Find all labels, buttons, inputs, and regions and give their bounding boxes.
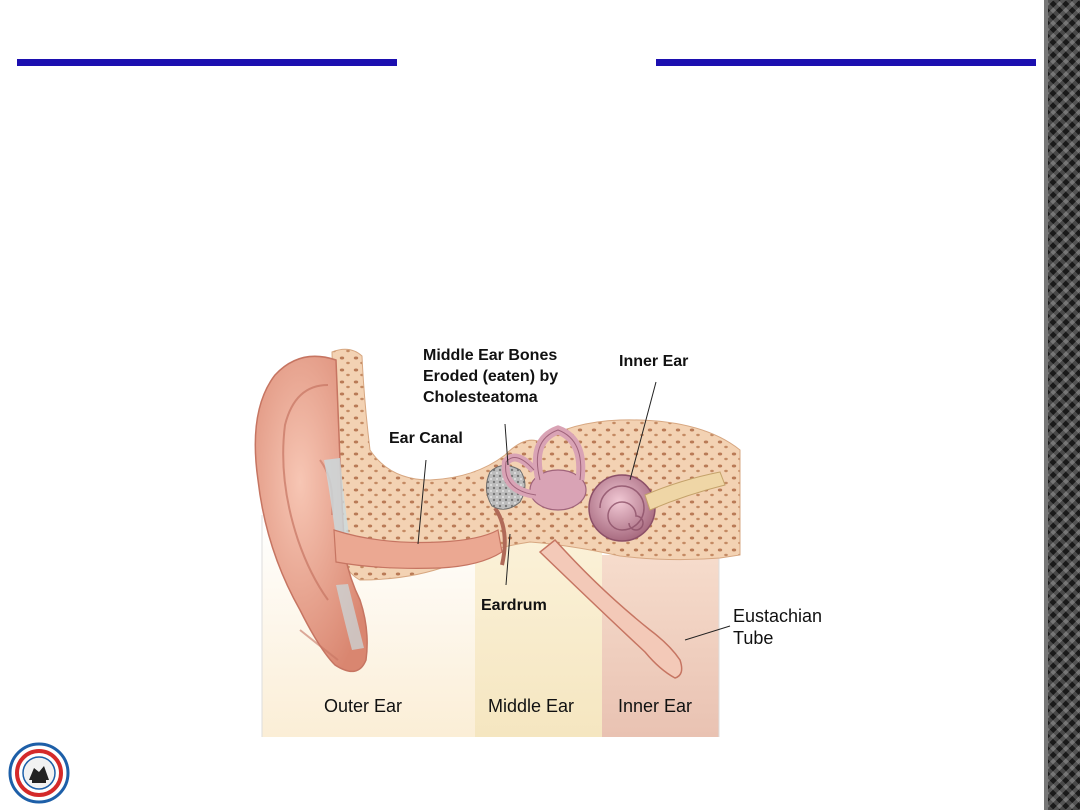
eroded-ossicles <box>486 465 526 510</box>
eardrum <box>493 506 507 566</box>
pointer-ear-canal <box>417 459 427 545</box>
eardrum-label: Eardrum <box>481 597 547 614</box>
pointer-eardrum <box>505 533 511 586</box>
decorative-side-strip <box>1044 0 1080 810</box>
inner-ear-top-label: Inner Ear <box>619 353 689 370</box>
pointer-ossicles <box>504 423 509 466</box>
region-label-outer-ear: Outer Ear <box>324 696 403 716</box>
cochlea <box>588 474 656 542</box>
ear-canal <box>333 529 503 569</box>
eustachian-tube <box>538 538 683 679</box>
title-underline-left <box>17 59 397 66</box>
region-label-middle-ear: Middle Ear <box>488 696 575 716</box>
ear-canal-label: Ear Canal <box>389 430 463 447</box>
logo-emblem-icon <box>8 742 70 804</box>
auditory-nerve <box>644 471 726 511</box>
pointer-inner-ear <box>629 381 657 481</box>
pointer-eustachian-tube <box>684 625 731 641</box>
title-underline-right <box>656 59 1036 66</box>
region-label-inner-ear: Inner Ear <box>618 696 693 716</box>
middle-ear-bones-label: Middle Ear Bones Eroded (eaten) by Chole… <box>423 347 559 406</box>
ear-illustration <box>254 348 741 737</box>
eustachian-tube-label: Eustachian Tube <box>733 606 823 648</box>
university-logo <box>8 742 70 804</box>
ear-anatomy-diagram: Middle Ear Bones Eroded (eaten) by Chole… <box>240 330 840 750</box>
